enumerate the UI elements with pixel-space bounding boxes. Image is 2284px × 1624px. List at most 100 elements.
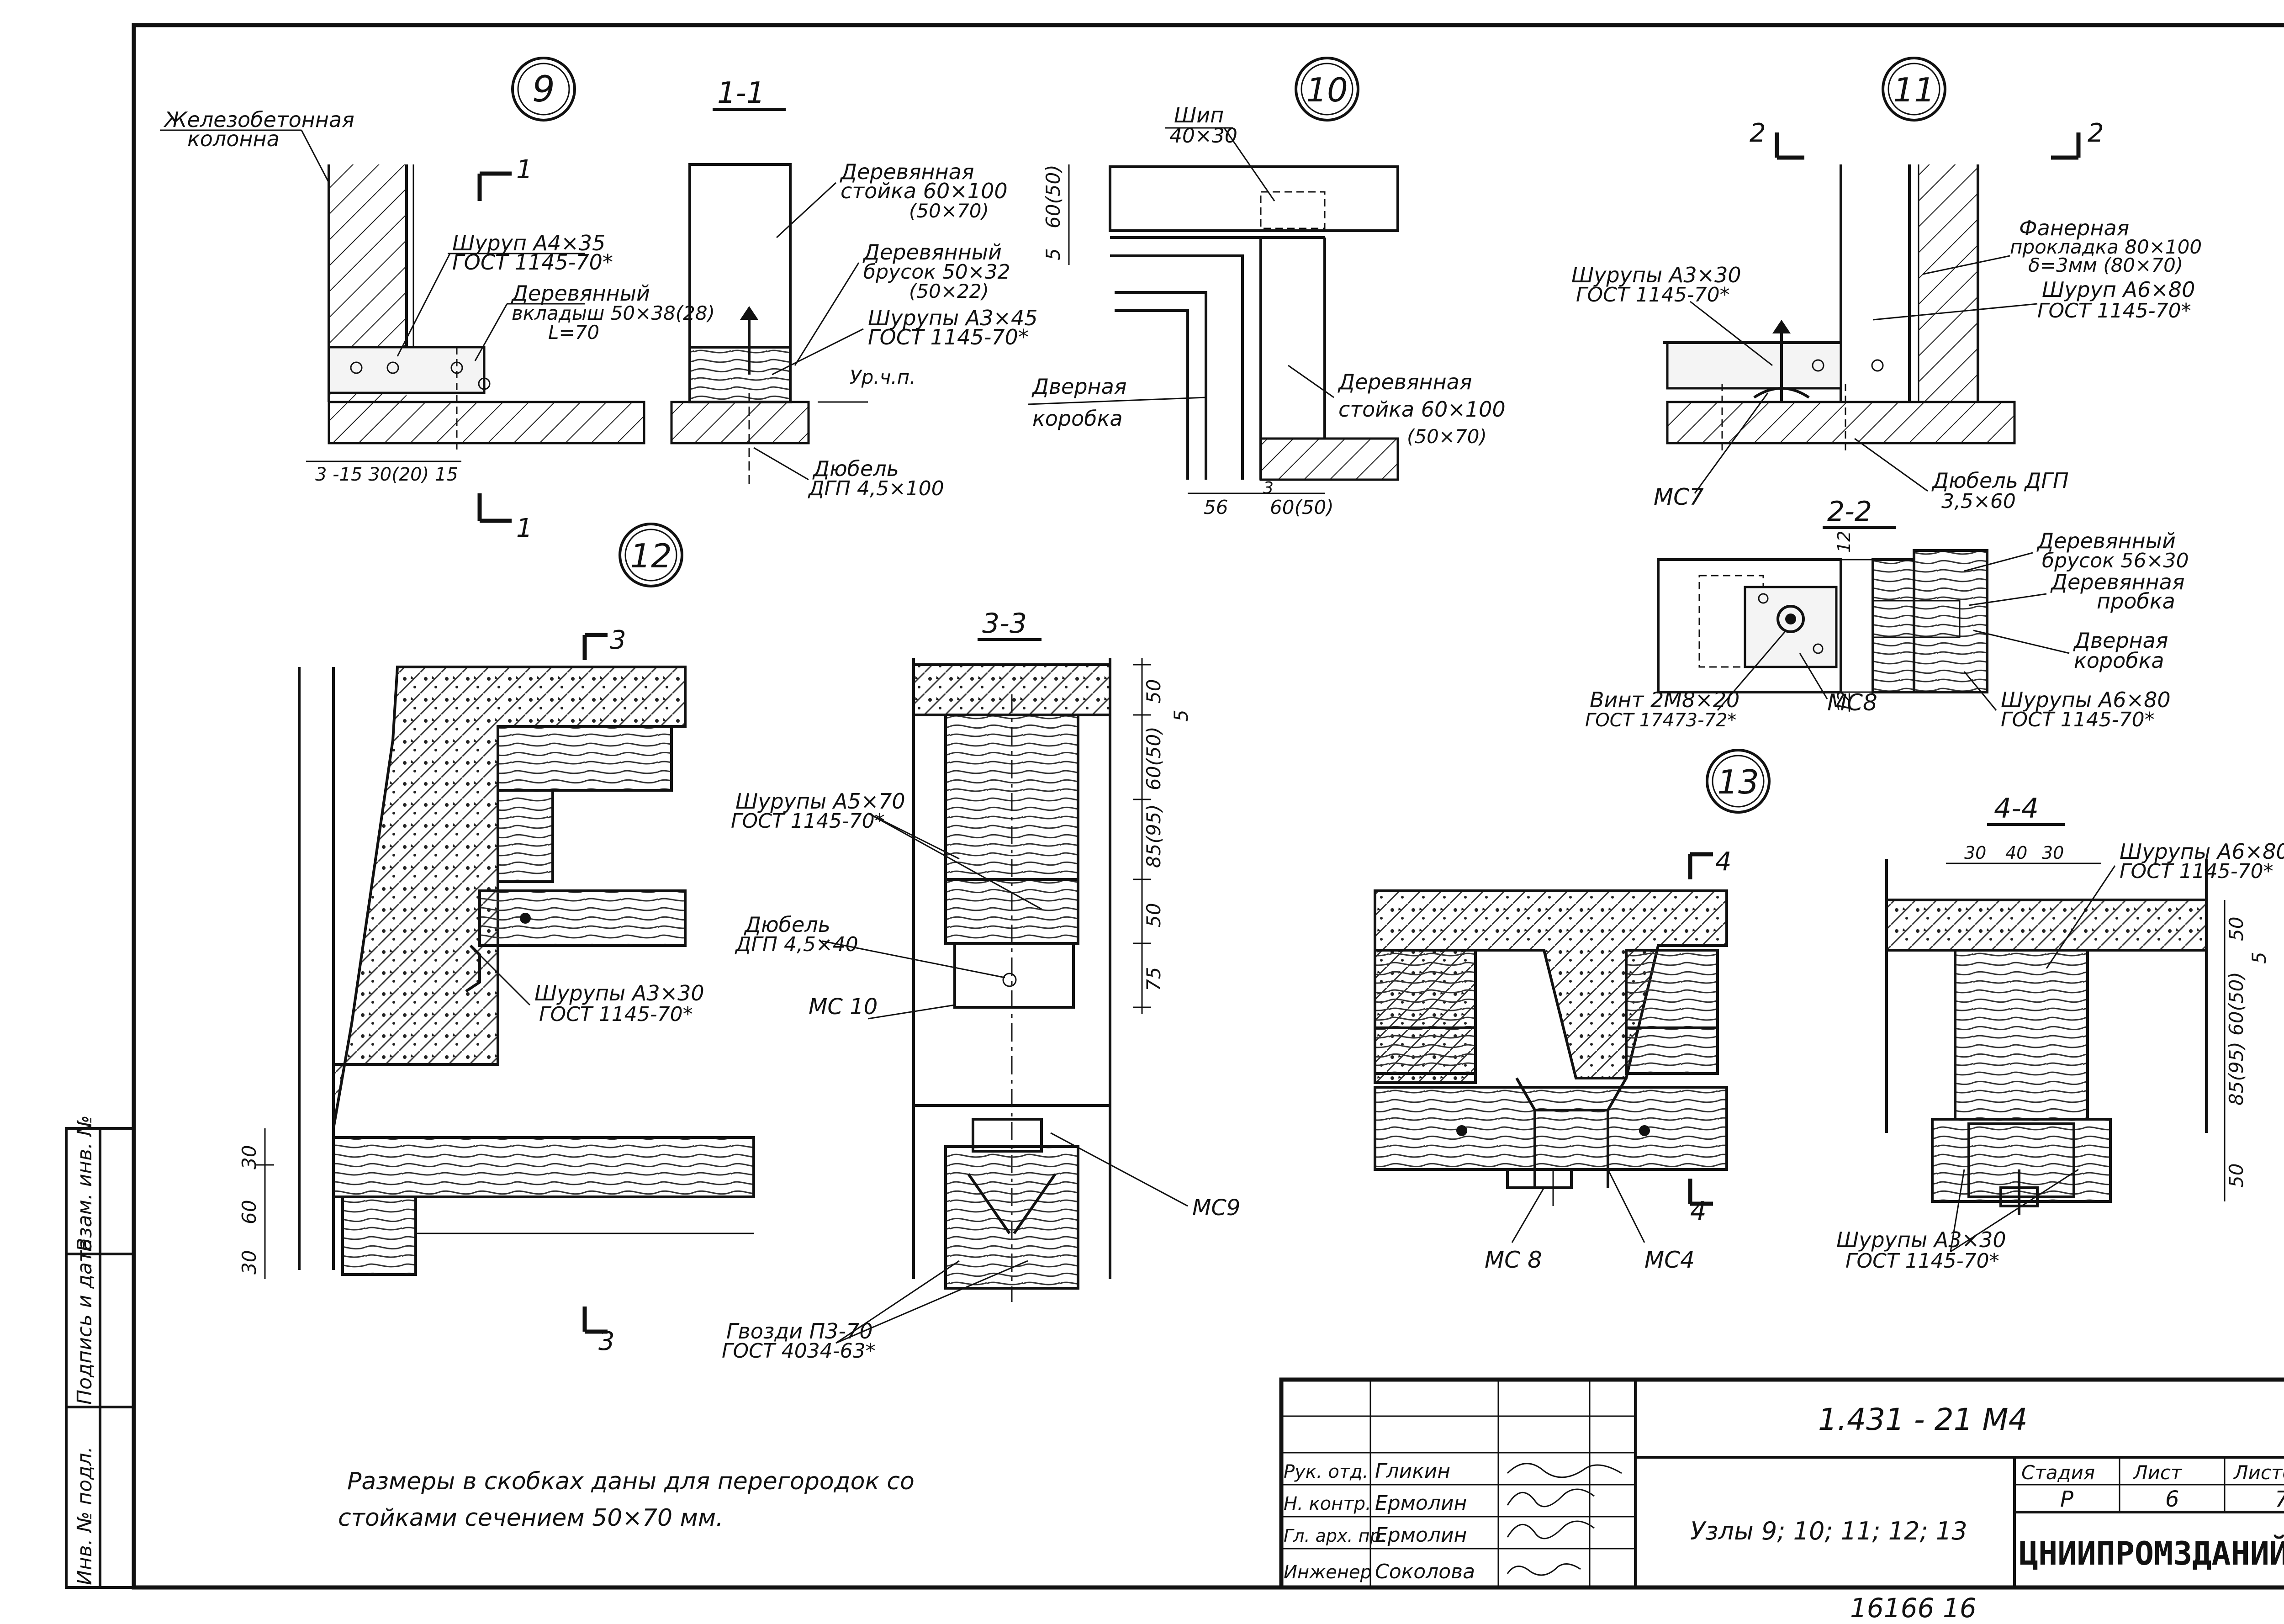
node-9-number: 9	[532, 69, 555, 110]
node-11-number: 11	[1893, 71, 1935, 109]
signature-2	[1507, 1488, 1595, 1508]
node-10-label-tenon-1: Шип	[1174, 103, 1224, 127]
role-1: Рук. отд.	[1284, 1461, 1369, 1482]
doc-code: 1.431 - 21 М4	[1818, 1402, 2028, 1437]
name-1: Гликин	[1375, 1460, 1450, 1483]
s33-dim-5: 5	[1170, 709, 1192, 722]
node-12: 12 3 3 30 60 30 Шурупы А3×30 ГОСТ 1145-7…	[238, 523, 755, 1356]
section-1-1: 1-1 Деревянная стойка 60×100 (50×70) Дер…	[670, 76, 1038, 500]
node-13-label-ms4: МС4	[1644, 1247, 1695, 1273]
node-9-cut-1: 1	[516, 155, 533, 185]
s22-label-plug-2: пробка	[2097, 589, 2175, 614]
s22-label-screw-2: ГОСТ 17473-72*	[1585, 710, 1736, 731]
section-2-2: 2-2 12 12 Деревянный брусок 56×30 Деревя…	[1585, 496, 2189, 731]
s33-label-nails-1: Гвозди П3-70	[726, 1319, 873, 1344]
node-13-number: 13	[1717, 763, 1759, 801]
s22-dim-12a: 12	[1834, 531, 1854, 553]
node-11-label-screw-1: Шуруп А6×80	[2042, 277, 2195, 302]
node-9-cut-1b: 1	[516, 513, 533, 543]
node-11-label-dowel-1: Дюбель ДГП	[1931, 468, 2069, 493]
stage-header: Стадия	[2021, 1461, 2095, 1484]
s44-dim-30: 30	[1964, 843, 1986, 863]
node-11-label-plywood-2: прокладка 80×100	[2010, 236, 2202, 258]
node-10-label-frame-1: Дверная	[1031, 374, 1126, 399]
node-9-label-insert-2: вкладыш 50×38(28)	[512, 302, 715, 324]
node-10-number: 10	[1306, 71, 1348, 109]
signature-3	[1507, 1520, 1595, 1539]
s22-label-frame-1: Дверная	[2073, 628, 2168, 653]
note-line-1: Размеры в скобках даны для перегородок с…	[347, 1468, 915, 1495]
s22-label-ms8: МС8	[1827, 689, 1877, 716]
node-13-label-ms8: МС 8	[1485, 1247, 1542, 1273]
s22-label-screws-1: Шурупы А6×80	[2001, 688, 2171, 712]
side-replace: Взам. инв. №	[73, 1115, 96, 1252]
section-3-3: 3-3 50 5 60(50) 85(95) 50 75 Шурупы А5×7…	[722, 608, 1240, 1363]
node-11: 11 2 2 Фанерная прокладка 80×100 δ=3мм (…	[1571, 57, 2202, 513]
s44-label-screws-4: ГОСТ 1145-70*	[1845, 1249, 1999, 1273]
s33-dim-60: 60(50)	[1142, 726, 1165, 790]
name-4: Соколова	[1375, 1560, 1475, 1583]
node-11-label-screws-1: Шурупы А3×30	[1571, 263, 1741, 287]
doc-title: Узлы 9; 10; 11; 12; 13	[1690, 1517, 1967, 1545]
node-10-label-post-3: (50×70)	[1407, 425, 1487, 448]
s44-dim-50b: 50	[2225, 1164, 2247, 1188]
s11-label-bar-1: Деревянный	[862, 240, 1002, 264]
organization: ЦНИИПРОМЗДАНИЙ	[2019, 1535, 2284, 1572]
footer-number: 16166 16	[1850, 1592, 1977, 1624]
node-10-label-post-2: стойка 60×100	[1338, 397, 1506, 422]
sheets-value: 7	[2275, 1486, 2284, 1512]
s11-label-post-1: Деревянная	[840, 159, 974, 184]
s22-label-screw-1: Винт 2М8×20	[1590, 688, 1739, 712]
sheets-header: Листов	[2233, 1461, 2284, 1484]
s33-label-ms10: МС 10	[809, 994, 878, 1020]
section-4-4-title: 4-4	[1994, 793, 2039, 825]
section-1-1-title: 1-1	[717, 76, 765, 110]
s22-dim-12b: 12	[1834, 691, 1854, 713]
sheet-header: Лист	[2132, 1461, 2183, 1484]
node-12-dim-30: 30	[238, 1145, 260, 1169]
signature-1	[1507, 1463, 1622, 1478]
note-line-2: стойками сечением 50×70 мм.	[338, 1504, 724, 1532]
name-2: Ермолин	[1375, 1492, 1467, 1515]
s11-label-level: Ур.ч.п.	[850, 366, 916, 388]
section-2-2-title: 2-2	[1827, 496, 1872, 528]
node-12-label-screws-2: ГОСТ 1145-70*	[539, 1003, 693, 1026]
s33-label-dowel-1: Дюбель	[744, 912, 830, 937]
s44-dim-50: 50	[2225, 917, 2247, 941]
node-11-cut-2: 2	[1750, 118, 1766, 148]
node-12-dim-60: 60	[238, 1200, 260, 1224]
node-9-label-insert-3: L=70	[548, 321, 599, 344]
section-3-3-title: 3-3	[982, 608, 1027, 640]
s22-label-bar-1: Деревянный	[2036, 529, 2176, 553]
node-9-label-column-1: Железобетонная	[163, 107, 354, 132]
s33-dim-50b: 50	[1142, 903, 1165, 927]
s11-label-screws-1: Шурупы А3×45	[868, 306, 1038, 330]
node-10-dim-60: 60(50)	[1042, 164, 1064, 228]
s22-label-screws-2: ГОСТ 1145-70*	[2001, 708, 2155, 731]
s44-dim-30b: 30	[2042, 843, 2064, 863]
node-10-label-frame-2: коробка	[1032, 406, 1123, 431]
node-10-label-post-1: Деревянная	[1338, 370, 1472, 394]
node-11-label-plywood-1: Фанерная	[2019, 216, 2129, 240]
s33-label-nails-2: ГОСТ 4034-63*	[722, 1339, 876, 1363]
s22-label-bar-2: брусок 56×30	[2042, 549, 2189, 572]
signature-4	[1507, 1563, 1581, 1576]
node-12-dim-30b: 30	[238, 1250, 260, 1275]
node-11-label-plywood-3: δ=3мм (80×70)	[2028, 254, 2183, 276]
node-11-label-ms7: МС7	[1654, 484, 1704, 510]
node-11-label-screws-2: ГОСТ 1145-70*	[1576, 283, 1730, 307]
stage-value: Р	[2060, 1486, 2073, 1512]
s11-label-post-3: (50×70)	[909, 200, 989, 222]
s44-dim-5: 5	[2248, 952, 2270, 964]
s44-dim-85: 85(95) 60(50)	[2225, 972, 2247, 1106]
node-13: 13 4 4 МС 8 МС4	[1374, 749, 1771, 1273]
node-11-cut-2b: 2	[2088, 118, 2104, 148]
node-marker-9	[511, 57, 576, 122]
node-12-label-screws-1: Шурупы А3×30	[534, 981, 704, 1005]
role-3: Гл. арх. пр.	[1284, 1526, 1386, 1546]
s33-label-screws-1: Шурупы А5×70	[735, 789, 905, 814]
node-13-cut-4: 4	[1715, 847, 1732, 877]
node-marker-11	[1882, 57, 1946, 122]
s11-label-bar-2: брусок 50×32	[863, 260, 1010, 284]
